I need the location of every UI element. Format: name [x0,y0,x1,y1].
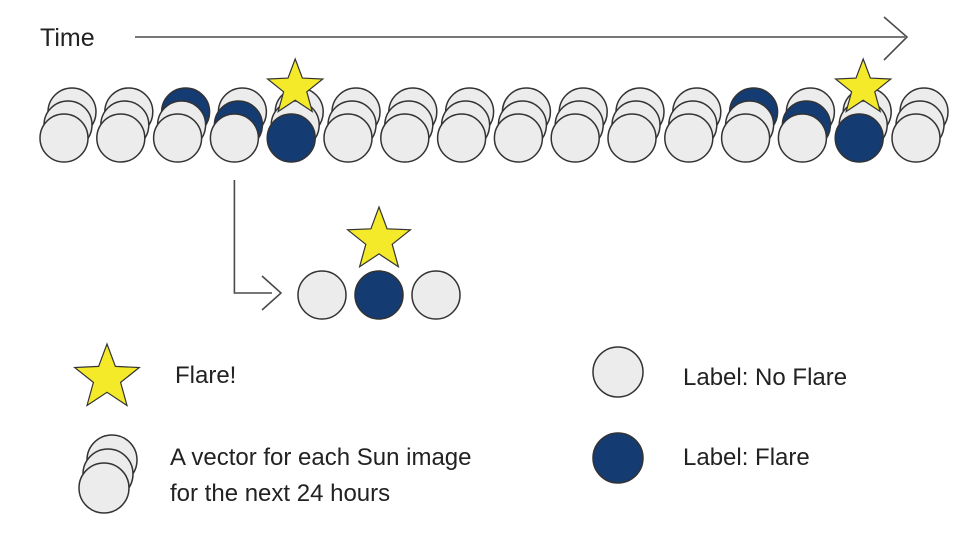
legend-stack-circle [78,462,130,514]
sun-vector [493,87,552,163]
legend-star-icon [73,342,141,407]
detail-connector-head [261,275,283,311]
sun-vector [664,87,722,163]
flare-star-icon [833,57,893,113]
legend-no-flare-circle-icon [592,346,644,398]
detail-circle [411,270,461,320]
sun-vector [720,87,779,163]
legend-flare-label-text: Label: Flare [683,444,810,471]
sun-vector [380,87,438,163]
time-label: Time [40,24,95,52]
sun-vector [550,87,608,163]
sun-vector [891,87,949,163]
detail-connector-arrow [233,180,283,311]
sun-image-circle [834,113,884,163]
time-arrow-head [883,16,909,61]
detail-circle [354,270,404,320]
flare-star-icon [265,57,325,113]
legend-vector-text: A vector for each Sun image for the next… [170,440,472,512]
legend-no-flare-text: Label: No Flare [683,364,848,391]
detail-connector-line [233,180,272,294]
sun-image-circle [323,113,373,163]
legend-icons [73,342,644,514]
detail-window [297,205,461,320]
sun-image-circle [777,113,828,163]
sun-image-circle [152,113,203,163]
sun-vector [266,87,324,163]
legend-flare-text: Flare! [175,362,237,389]
sun-vector-sequence [39,57,949,163]
detail-circle [297,270,347,320]
legend-flare-circle-icon [592,432,644,484]
sun-image-circle [891,113,941,163]
sun-image-circle [607,113,657,163]
sun-vector [152,87,211,163]
sun-vector [834,87,892,163]
sun-image-circle [266,113,316,163]
sun-vector [96,87,154,163]
sun-image-circle [380,113,430,163]
sun-image-circle [550,113,600,163]
sun-image-circle [96,113,146,163]
sun-vector [607,87,665,163]
sun-image-circle [720,113,771,163]
sun-image-circle [39,113,89,163]
sun-vector [323,87,381,163]
sun-image-circle [209,113,260,163]
sun-image-circle [664,113,714,163]
sun-vector [209,87,268,163]
legend-vector-line-2: for the next 24 hours [170,480,391,507]
sun-image-circle [493,113,544,163]
time-arrow [135,16,909,61]
detail-flare-star-icon [345,205,413,269]
legend-vector-line-1: A vector for each Sun image [170,444,472,471]
sun-vector [39,87,97,163]
sun-vector [436,87,495,163]
sun-image-circle [436,113,487,163]
legend-stacked-circles-icon [78,434,138,514]
sun-vector [777,87,836,163]
